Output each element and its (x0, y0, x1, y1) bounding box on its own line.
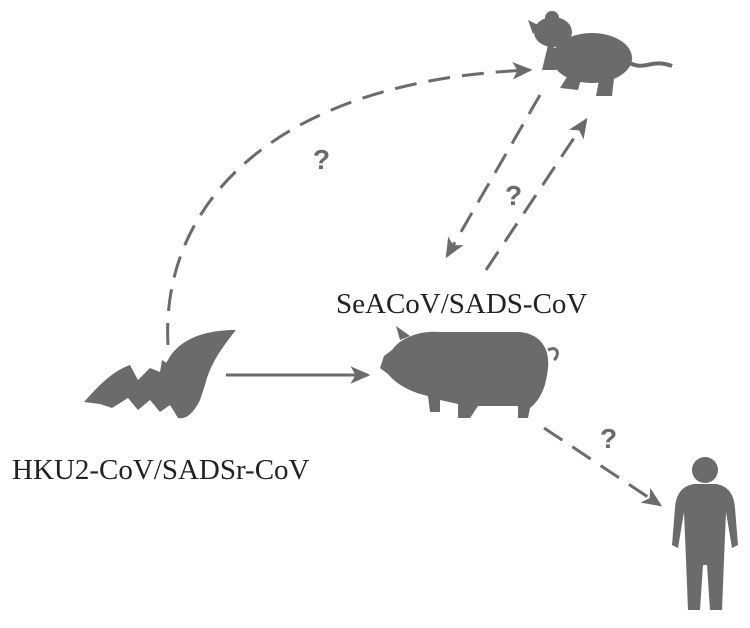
bat-virus-label: HKU2-CoV/SADSr-CoV (12, 454, 310, 486)
human-icon (672, 457, 738, 610)
question-mark-pig-rodent: ? (505, 180, 523, 211)
rodent-icon (528, 11, 673, 96)
pig-to-rodent-arrow (484, 117, 588, 271)
pig-icon (380, 326, 559, 418)
pig-virus-label: SeACoV/SADS-CoV (336, 288, 588, 320)
bat-icon (84, 330, 236, 419)
question-mark-bat-rodent: ? (313, 144, 331, 175)
question-mark-pig-human: ? (600, 423, 618, 454)
pig-to-human-arrow (543, 426, 663, 507)
bat-to-rodent-arrow (166, 61, 533, 346)
rodent-to-pig-arrow (445, 94, 542, 259)
